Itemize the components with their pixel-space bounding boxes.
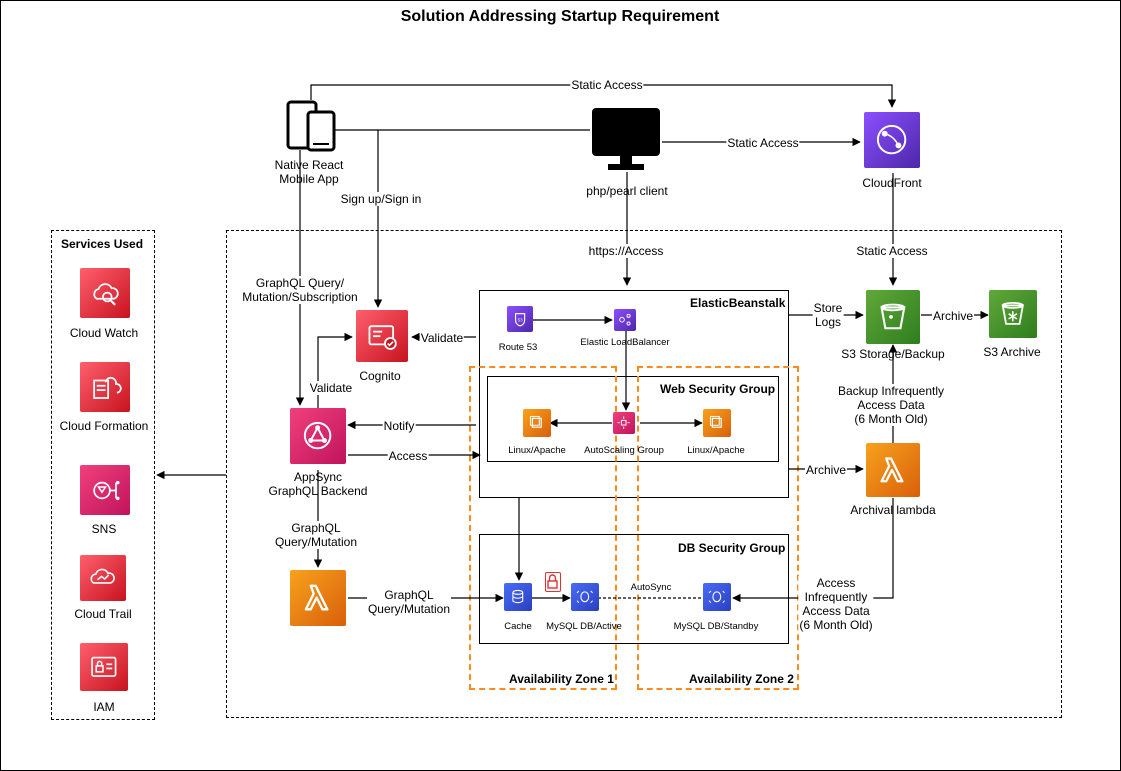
- edge-label-validate-appsync: Validate: [308, 381, 354, 395]
- edge-label-graphql-sub: GraphQL Query/ Mutation/Subscription: [241, 276, 359, 304]
- appsync-label: AppSync GraphQL Backend: [268, 470, 368, 498]
- service-label-cloudwatch: Cloud Watch: [69, 326, 139, 340]
- az1-title: Availability Zone 1: [509, 672, 614, 686]
- cloudfront-label: CloudFront: [862, 176, 922, 190]
- s3-bucket-icon: [866, 290, 920, 344]
- lock-icon: [545, 572, 561, 592]
- cloudtrail-icon: [80, 555, 126, 601]
- edge-label-backup: Backup Infrequently Access Data (6 Month…: [836, 384, 946, 426]
- edge-label-archive-lambda: Archive: [804, 463, 848, 477]
- service-label-sns: SNS: [91, 522, 117, 536]
- edge-label-validate-cognito: Validate: [419, 331, 465, 345]
- iam-icon: [80, 643, 128, 691]
- service-label-cloudtrail: Cloud Trail: [74, 607, 132, 621]
- cloudfront-icon: [864, 112, 920, 168]
- s3-label: S3 Storage/Backup: [841, 347, 945, 361]
- cognito-icon: [356, 310, 408, 362]
- linux-apache-1-label: Linux/Apache: [508, 445, 566, 456]
- rds-icon: [571, 583, 599, 611]
- edge-access-infreq: [732, 498, 894, 603]
- route53-label: Route 53: [498, 342, 538, 353]
- edge-label-access: Access: [387, 449, 429, 463]
- route53-icon: 53: [507, 306, 533, 332]
- diagram-title: Solution Addressing Startup Requirement: [400, 8, 720, 25]
- cache-label: Cache: [504, 621, 532, 632]
- load-balancer-icon: [614, 309, 636, 331]
- service-label-cloudformation: Cloud Formation: [59, 419, 149, 433]
- availability-zone-1: [469, 366, 617, 690]
- edge-label-notify: Notify: [382, 419, 416, 433]
- mobile-app-label: Native React Mobile App: [274, 158, 344, 186]
- rds-icon: [703, 583, 731, 611]
- edge-label-autosync: AutoSync: [629, 582, 673, 593]
- services-heading: Services Used: [61, 237, 144, 251]
- beanstalk-title: ElasticBeanstalk: [690, 296, 786, 310]
- cloudwatch-icon: [80, 268, 130, 318]
- edge-label-signup: Sign up/Sign in: [339, 192, 423, 206]
- availability-zone-2: [637, 366, 799, 690]
- elasticache-icon: [504, 583, 532, 611]
- edge-label-https: https://Access: [587, 244, 665, 258]
- edge-validate-appsync: [317, 332, 353, 408]
- mobile-devices-icon: [286, 100, 336, 155]
- client-label: php/pearl client: [586, 184, 668, 198]
- appsync-icon: [290, 408, 346, 464]
- services-used-panel: [51, 230, 155, 720]
- db-sg-title: DB Security Group: [678, 541, 786, 555]
- svg-text:53: 53: [517, 317, 523, 322]
- web-sg-title: Web Security Group: [660, 382, 776, 396]
- aws-cloud-boundary: [226, 230, 1062, 718]
- desktop-monitor-icon: [590, 106, 662, 174]
- elastic-beanstalk-group: [479, 290, 789, 498]
- edge-label-static-access-client: Static Access: [726, 136, 800, 150]
- db-security-group: [479, 534, 789, 644]
- elb-label: Elastic LoadBalancer: [580, 337, 670, 348]
- mysql-active-label: MySQL DB/Active: [546, 621, 622, 632]
- s3-glacier-icon: [989, 290, 1037, 338]
- edge-label-graphql-qm: GraphQL Query/Mutation: [273, 521, 359, 549]
- autoscaling-icon: [613, 412, 635, 434]
- edge-label-access-infreq: Access Infrequently Access Data (6 Month…: [798, 576, 874, 632]
- edge-label-static-access-top: Static Access: [570, 78, 644, 92]
- archival-lambda-icon: [866, 443, 920, 497]
- mysql-standby-label: MySQL DB/Standby: [673, 621, 759, 632]
- ec2-instance-icon: [703, 409, 731, 437]
- linux-apache-2-label: Linux/Apache: [687, 445, 745, 456]
- web-security-group: [487, 376, 779, 462]
- edge-label-graphql-qm2: GraphQL Query/Mutation: [366, 588, 452, 616]
- autoscaling-label: AutoScaling Group: [584, 445, 664, 456]
- edge-label-static-access-cf: Static Access: [855, 244, 929, 258]
- service-label-iam: IAM: [93, 700, 115, 714]
- s3-archive-label: S3 Archive: [983, 345, 1041, 359]
- cognito-label: Cognito: [359, 369, 401, 383]
- edge-label-store-logs: Store Logs: [812, 301, 844, 329]
- ec2-instance-icon: [523, 409, 551, 437]
- sns-icon: [80, 465, 130, 515]
- lambda-icon: [290, 570, 346, 626]
- cloudformation-icon: [80, 362, 130, 412]
- archival-lambda-label: Archival lambda: [850, 503, 936, 517]
- az2-title: Availability Zone 2: [689, 672, 794, 686]
- edge-label-archive-s3: Archive: [931, 309, 975, 323]
